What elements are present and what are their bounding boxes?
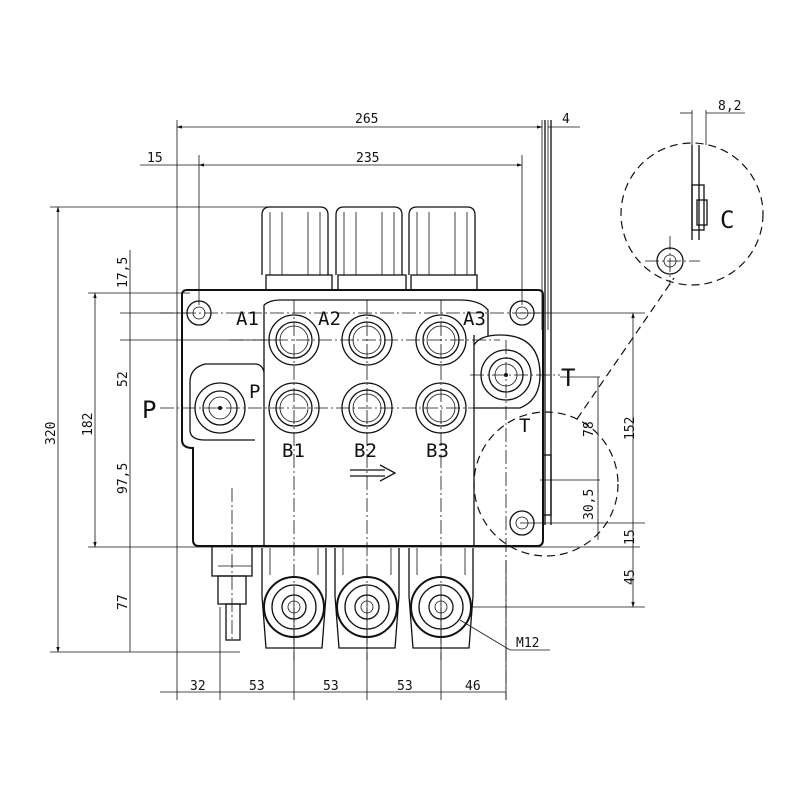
valve-body	[181, 289, 544, 547]
dim-320: 320	[44, 422, 59, 445]
fitting-1	[261, 548, 327, 649]
dim-53-a: 53	[249, 679, 265, 694]
dim-77: 77	[116, 594, 131, 610]
extension-lines	[50, 120, 645, 700]
dim-53-c: 53	[397, 679, 413, 694]
dim-4: 4	[562, 112, 570, 127]
side-plate	[542, 120, 552, 525]
dim-15-right: 15	[623, 529, 638, 545]
dim-8-2: 8,2	[718, 99, 741, 114]
thread-callout: M12	[459, 619, 550, 651]
dim-17-5: 17,5	[116, 257, 131, 288]
flow-arrow	[350, 464, 397, 482]
dim-45: 45	[623, 569, 638, 585]
dim-78: 78	[582, 421, 597, 437]
spool-cap-1	[261, 206, 333, 291]
label-b1: B1	[282, 440, 305, 462]
label-t-inner: T	[519, 415, 530, 437]
detail-label-c: C	[720, 206, 734, 234]
dim-152: 152	[623, 417, 638, 440]
port-labels: A1 A2 A3 B1 B2 B3 P P T T	[142, 308, 575, 462]
detail-circle-small	[473, 411, 619, 557]
label-b2: B2	[354, 440, 377, 462]
label-a3: A3	[463, 308, 486, 330]
center-lines	[160, 300, 560, 700]
dim-52: 52	[116, 371, 131, 387]
label-p-outer: P	[142, 396, 156, 424]
bottom-fittings	[211, 545, 474, 649]
spool-caps	[261, 206, 478, 291]
label-t-outer: T	[561, 364, 575, 392]
mounting-holes	[186, 300, 535, 536]
dim-15-top: 15	[147, 151, 163, 166]
label-b3: B3	[426, 440, 449, 462]
spool-cap-3	[408, 206, 478, 291]
dimension-labels: 265 4 8,2 15 235 320 182 17,5 52 97,5 77…	[44, 99, 741, 694]
dim-46: 46	[465, 679, 481, 694]
label-p-inner: P	[249, 381, 260, 403]
label-a1: A1	[236, 308, 259, 330]
dim-30-5: 30,5	[582, 489, 597, 520]
fitting-3	[408, 548, 474, 649]
dim-32: 32	[190, 679, 206, 694]
dim-53-b: 53	[323, 679, 339, 694]
dim-235: 235	[356, 151, 379, 166]
detail-circle-c	[620, 142, 764, 286]
relief-valve-stem	[211, 545, 253, 641]
dim-182: 182	[81, 413, 96, 436]
mount-hole-bottom-right	[509, 510, 535, 536]
dimension-lines	[56, 125, 635, 653]
spool-cap-2	[335, 206, 407, 291]
dim-265: 265	[355, 112, 378, 127]
detail-circles: C	[473, 110, 764, 557]
label-m12: M12	[516, 636, 539, 651]
label-a2: A2	[318, 308, 341, 330]
dim-97-5: 97,5	[116, 463, 131, 494]
fitting-2	[334, 548, 400, 649]
